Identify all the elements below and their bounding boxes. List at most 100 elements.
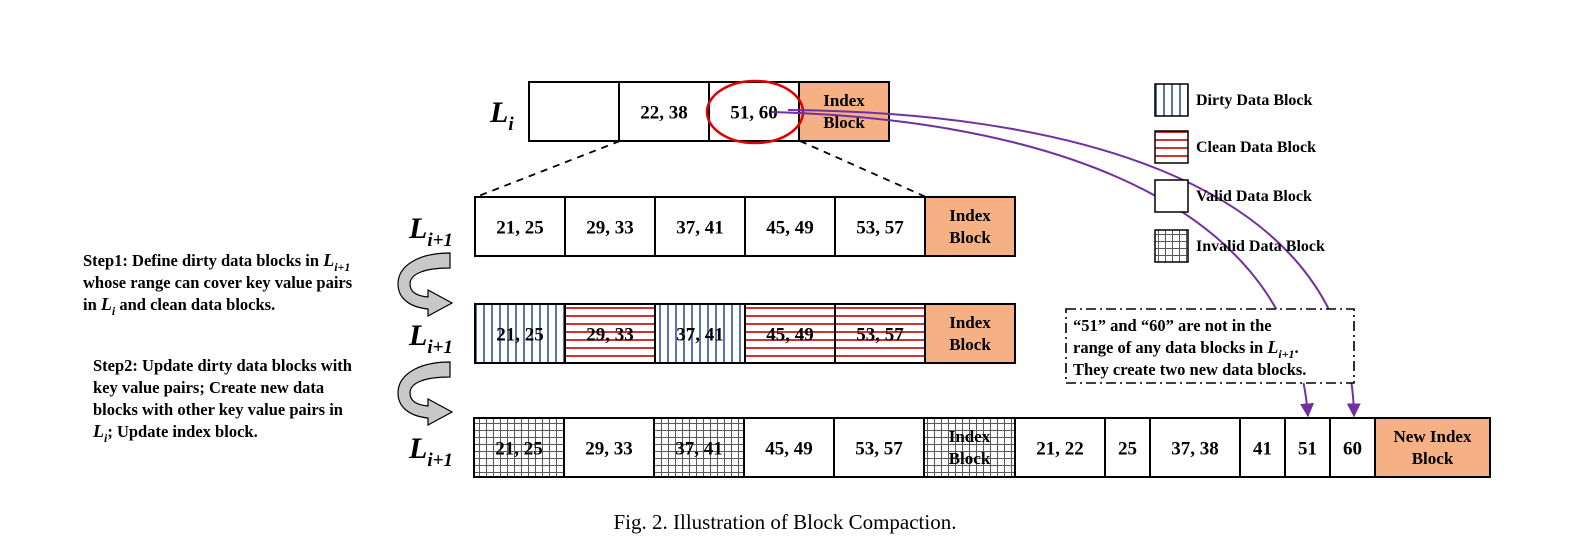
data-block: 25 [1104, 417, 1151, 478]
data-block: 45, 49 [744, 303, 836, 364]
legend-label: Valid Data Block [1196, 188, 1312, 205]
data-block: 21, 22 [1014, 417, 1106, 478]
data-block: 37, 41 [653, 417, 745, 478]
data-block: 51 [1284, 417, 1331, 478]
legend-swatch [1154, 130, 1189, 164]
legend-item-valid: Valid Data Block [1154, 179, 1312, 213]
legend-swatch [1154, 229, 1189, 263]
data-block: 21, 25 [474, 196, 566, 257]
expand-line-right [799, 140, 927, 198]
step2-curved-arrow [397, 361, 454, 427]
expand-line-left [475, 140, 621, 198]
block-label: 53, 57 [856, 218, 904, 239]
block-label: 37, 41 [675, 439, 723, 460]
block-valid [833, 417, 925, 478]
block-label: 51 [1298, 439, 1317, 460]
block-index [924, 196, 1016, 257]
block-invalid [473, 417, 565, 478]
step-1-text: Step1: Define dirty data blocks in Li+1w… [83, 250, 353, 318]
legend-swatch [1154, 179, 1189, 213]
block-label: 37, 41 [676, 325, 724, 346]
block-label: 29, 33 [586, 325, 634, 346]
data-block: 29, 33 [564, 196, 656, 257]
legend-label: Invalid Data Block [1196, 238, 1325, 255]
block-label: 60 [1343, 439, 1362, 460]
data-block: 53, 57 [833, 417, 925, 478]
block-valid [564, 196, 656, 257]
block-label: 37, 38 [1171, 439, 1219, 460]
legend-item-clean: Clean Data Block [1154, 130, 1316, 164]
data-block: 37, 38 [1149, 417, 1241, 478]
level-label: Li+1 [408, 319, 453, 358]
block-clean [744, 303, 836, 364]
block-label: New Index [1394, 427, 1472, 446]
data-block: 29, 33 [563, 417, 655, 478]
block-valid [744, 196, 836, 257]
level-label: Li+1 [408, 432, 453, 471]
step-descriptions: Step1: Define dirty data blocks in Li+1w… [83, 250, 353, 445]
data-block: 21, 25 [474, 303, 566, 364]
block-label: 21, 22 [1036, 439, 1084, 460]
data-block: 41 [1239, 417, 1286, 478]
data-block: 45, 49 [744, 196, 836, 257]
block-valid [1239, 417, 1286, 478]
note-line: They create two new data blocks. [1073, 360, 1306, 379]
block-valid [563, 417, 655, 478]
data-block: 37, 41 [654, 303, 746, 364]
block-label: Block [1412, 449, 1454, 468]
block-label: 53, 57 [855, 439, 903, 460]
block-index [924, 303, 1016, 364]
data-block: 37, 41 [654, 196, 746, 257]
step-line: in Li and clean data blocks. [83, 294, 275, 318]
step-line: key value pairs; Create new data [93, 378, 324, 397]
block-label: 22, 38 [640, 103, 688, 124]
data-block: 60 [1329, 417, 1376, 478]
level-label: Li+1 [408, 212, 453, 251]
block-valid [1284, 417, 1331, 478]
figure-caption: Fig. 2. Illustration of Block Compaction… [613, 510, 957, 534]
block-label: 45, 49 [765, 439, 813, 460]
step-line: Li; Update index block. [92, 421, 258, 445]
legend-item-invalid: Invalid Data Block [1154, 229, 1325, 263]
note-box [1065, 308, 1355, 384]
legend-label: Dirty Data Block [1196, 92, 1313, 109]
block-label: 41 [1253, 439, 1272, 460]
block-label: Block [823, 113, 865, 132]
block-valid [743, 417, 835, 478]
block-dirty [474, 303, 566, 364]
legend-swatch [1154, 83, 1189, 117]
step-line: blocks with other key value pairs in [93, 400, 343, 419]
data-block: 21, 25 [473, 417, 565, 478]
block-valid [528, 81, 620, 142]
block-label: 37, 41 [676, 218, 724, 239]
block-label: 29, 33 [585, 439, 633, 460]
block-label: 25 [1118, 439, 1137, 460]
block-valid [654, 196, 746, 257]
data-block: 29, 33 [564, 303, 656, 364]
block-label: Index [823, 91, 865, 110]
legend-label: Clean Data Block [1196, 139, 1316, 156]
block-label: 53, 57 [856, 325, 904, 346]
step-line: Step1: Define dirty data blocks in Li+1 [83, 250, 350, 274]
block-label: Index [949, 206, 991, 225]
block-label: 45, 49 [766, 325, 814, 346]
step-2-text: Step2: Update dirty data blocks with key … [92, 356, 352, 445]
level-label: Li [489, 96, 514, 135]
block-label: Index [949, 427, 991, 446]
step-line: Step2: Update dirty data blocks with [93, 356, 352, 375]
data-block: 22, 38 [618, 81, 710, 142]
block-valid [474, 196, 566, 257]
block-index [1374, 417, 1491, 478]
